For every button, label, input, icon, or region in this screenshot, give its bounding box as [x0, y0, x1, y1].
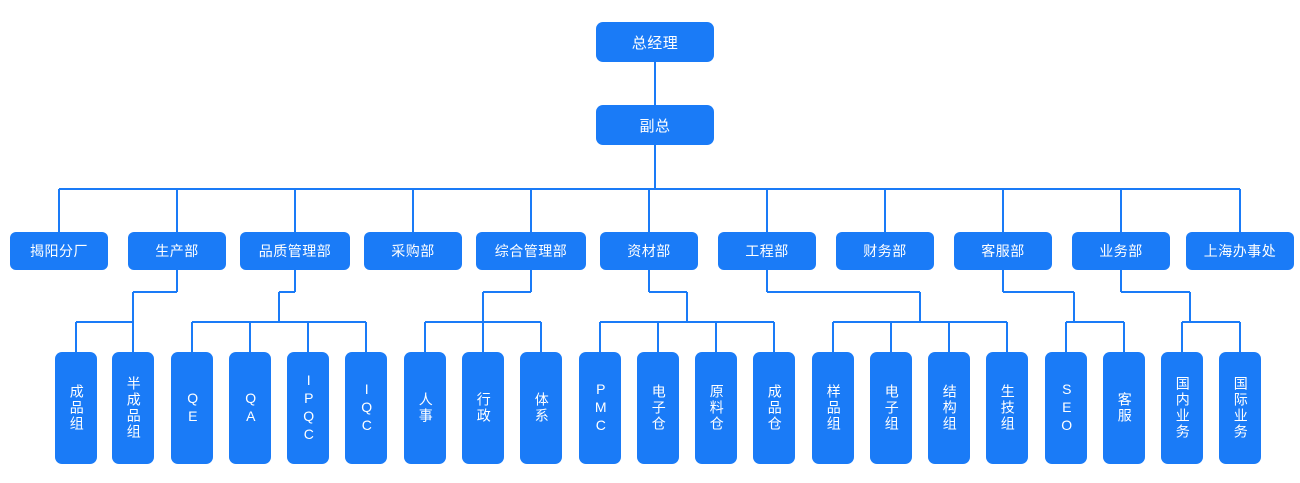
- org-node-team[interactable]: 体系: [520, 352, 562, 464]
- org-node-department[interactable]: 采购部: [364, 232, 462, 270]
- org-node-team[interactable]: 半成品组: [112, 352, 154, 464]
- org-node-label: 结构组: [941, 384, 958, 432]
- org-node-label: 行政: [475, 392, 492, 424]
- org-node-label: 业务部: [1099, 243, 1143, 259]
- org-node-department[interactable]: 资材部: [600, 232, 698, 270]
- org-node-department[interactable]: 综合管理部: [476, 232, 586, 270]
- org-node-label: 原料仓: [708, 384, 725, 432]
- org-node-label: 财务部: [863, 243, 907, 259]
- org-node-team[interactable]: 电子组: [870, 352, 912, 464]
- org-node-team[interactable]: IPQC: [287, 352, 329, 464]
- org-node-department[interactable]: 揭阳分厂: [10, 232, 108, 270]
- org-node-department[interactable]: 上海办事处: [1186, 232, 1294, 270]
- org-node-label: IPQC: [300, 372, 317, 444]
- org-node-label: 综合管理部: [494, 243, 568, 259]
- org-node-label: QE: [184, 390, 201, 426]
- org-node-team[interactable]: SEO: [1045, 352, 1087, 464]
- org-node-label: 国际业务: [1232, 376, 1249, 440]
- org-node-label: 样品组: [825, 384, 842, 432]
- org-node-label: 上海办事处: [1203, 243, 1277, 259]
- org-node-label: 成品组: [68, 384, 85, 432]
- org-node-label: SEO: [1058, 381, 1075, 435]
- org-node-team[interactable]: 行政: [462, 352, 504, 464]
- org-node-general-manager[interactable]: 总经理: [596, 22, 714, 62]
- org-node-label: 采购部: [391, 243, 435, 259]
- org-node-team[interactable]: 人事: [404, 352, 446, 464]
- org-node-label: 电子组: [883, 384, 900, 432]
- org-node-team[interactable]: 国内业务: [1161, 352, 1203, 464]
- org-node-label: 半成品组: [125, 376, 142, 440]
- org-node-department[interactable]: 业务部: [1072, 232, 1170, 270]
- org-node-label: 生技组: [999, 384, 1016, 432]
- org-node-team[interactable]: 原料仓: [695, 352, 737, 464]
- org-node-label: PMC: [592, 381, 609, 435]
- org-node-team[interactable]: QA: [229, 352, 271, 464]
- org-node-department[interactable]: 生产部: [128, 232, 226, 270]
- org-node-label: 资材部: [627, 243, 671, 259]
- org-node-team[interactable]: 成品仓: [753, 352, 795, 464]
- org-node-label: 国内业务: [1174, 376, 1191, 440]
- org-node-team[interactable]: 电子仓: [637, 352, 679, 464]
- org-node-vice-president[interactable]: 副总: [596, 105, 714, 145]
- org-node-label: 客服: [1116, 392, 1133, 424]
- org-node-team[interactable]: 成品组: [55, 352, 97, 464]
- org-node-team[interactable]: 结构组: [928, 352, 970, 464]
- org-node-label: 工程部: [745, 243, 789, 259]
- org-node-department[interactable]: 客服部: [954, 232, 1052, 270]
- org-node-label: 成品仓: [766, 384, 783, 432]
- org-node-team[interactable]: 客服: [1103, 352, 1145, 464]
- org-node-team[interactable]: 样品组: [812, 352, 854, 464]
- org-node-label: 揭阳分厂: [30, 243, 88, 259]
- org-node-team[interactable]: 生技组: [986, 352, 1028, 464]
- org-node-department[interactable]: 品质管理部: [240, 232, 350, 270]
- org-node-label: 客服部: [981, 243, 1025, 259]
- org-node-label: 生产部: [155, 243, 199, 259]
- org-node-team[interactable]: PMC: [579, 352, 621, 464]
- org-node-team[interactable]: IQC: [345, 352, 387, 464]
- org-node-label: 电子仓: [650, 384, 667, 432]
- org-node-label: 人事: [417, 392, 434, 424]
- org-node-team[interactable]: 国际业务: [1219, 352, 1261, 464]
- org-node-label: 副总: [639, 117, 671, 135]
- org-node-label: 总经理: [631, 34, 679, 52]
- org-node-department[interactable]: 财务部: [836, 232, 934, 270]
- org-node-label: 品质管理部: [258, 243, 332, 259]
- org-node-label: QA: [242, 390, 259, 426]
- org-node-department[interactable]: 工程部: [718, 232, 816, 270]
- org-node-label: 体系: [533, 392, 550, 424]
- org-node-label: IQC: [358, 381, 375, 435]
- org-node-team[interactable]: QE: [171, 352, 213, 464]
